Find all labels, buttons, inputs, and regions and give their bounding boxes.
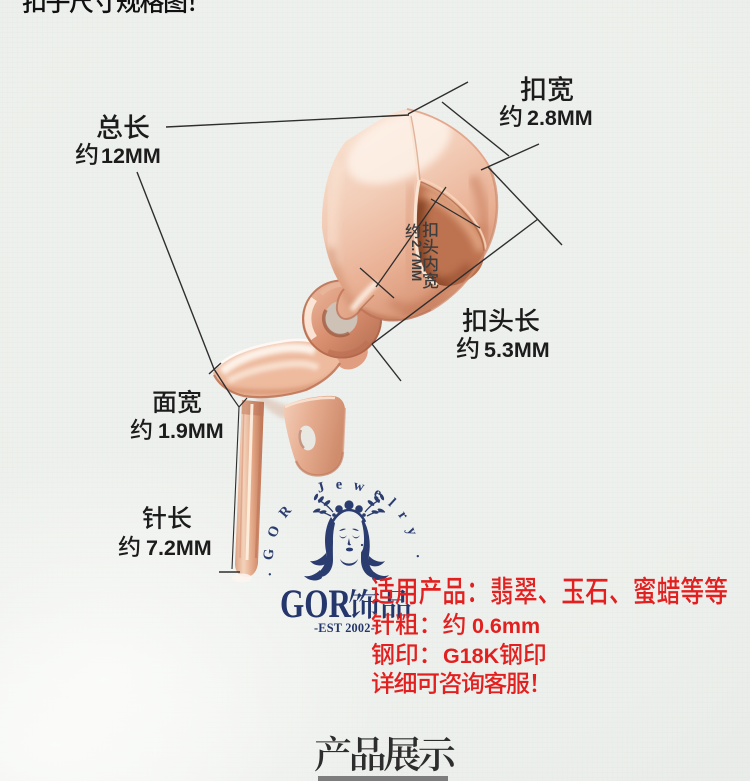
svg-text:2.8MM: 2.8MM	[527, 106, 593, 130]
svg-text:7.2MM: 7.2MM	[146, 536, 212, 560]
svg-text:1.9MM: 1.9MM	[158, 419, 224, 443]
svg-text:0.6mm: 0.6mm	[472, 614, 540, 638]
svg-text:12MM: 12MM	[101, 144, 161, 168]
svg-text:-EST 2002-: -EST 2002-	[314, 621, 375, 635]
svg-text:GOR: GOR	[280, 581, 352, 626]
svg-text:5.3MM: 5.3MM	[484, 338, 550, 362]
svg-text:G18K: G18K	[443, 644, 500, 668]
svg-text:2.7MM: 2.7MM	[409, 240, 424, 281]
